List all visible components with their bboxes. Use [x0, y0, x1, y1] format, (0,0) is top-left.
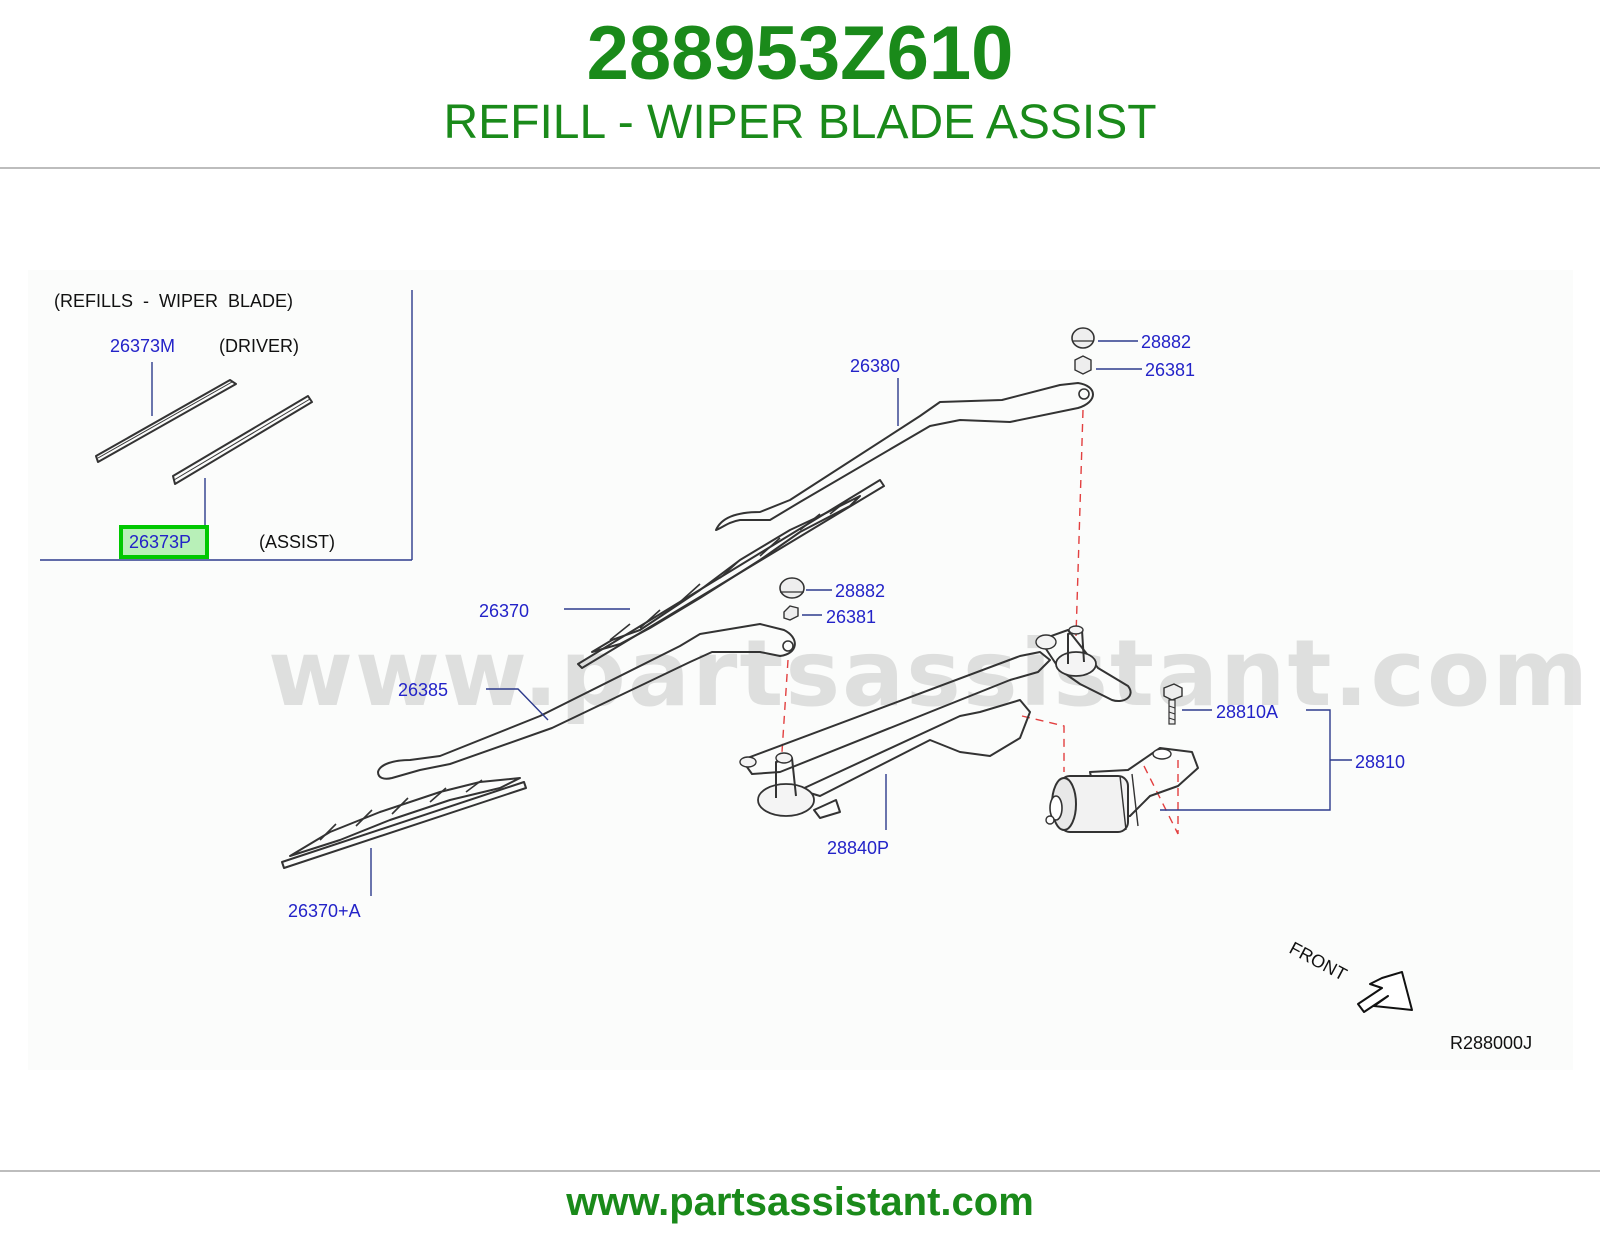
callout-26370[interactable]: 26370	[479, 601, 529, 621]
assist-note: (ASSIST)	[259, 532, 335, 552]
callout-28840P[interactable]: 28840P	[827, 838, 889, 858]
nut-26381-mid	[783, 605, 799, 621]
driver-refill-strip	[95, 379, 237, 463]
highlight-box	[119, 525, 209, 559]
front-arrow-icon	[1357, 971, 1413, 1013]
assembly-guide-lines	[781, 409, 1179, 835]
callout-26381-top[interactable]: 26381	[1145, 360, 1195, 380]
diagram-panel	[28, 270, 1573, 1070]
part-number: 288953Z610	[586, 11, 1014, 96]
inset-heading: (REFILLS - WIPER BLADE)	[54, 291, 293, 311]
callout-26373P[interactable]: 26373P	[129, 532, 191, 552]
callout-28882-mid[interactable]: 28882	[835, 581, 885, 601]
diagram-reference: R288000J	[1450, 1033, 1532, 1053]
footer-url[interactable]: www.partsassistant.com	[566, 1180, 1034, 1224]
callout-28810[interactable]: 28810	[1355, 752, 1405, 772]
callout-28810A[interactable]: 28810A	[1216, 702, 1278, 722]
callout-26381-mid[interactable]: 26381	[826, 607, 876, 627]
driver-note: (DRIVER)	[219, 336, 299, 356]
nut-26381-top	[1074, 355, 1092, 375]
watermark: www.partsassistant.com	[268, 620, 1590, 727]
part-title: REFILL - WIPER BLADE ASSIST	[443, 96, 1157, 149]
footer-divider	[0, 1170, 1600, 1172]
callout-28882-top[interactable]: 28882	[1141, 332, 1191, 352]
bolt-28810A	[1163, 683, 1183, 725]
assist-refill-strip	[172, 395, 313, 485]
wiper-arm-26385	[377, 623, 796, 780]
wiper-linkage-28840P	[739, 625, 1132, 819]
callout-26373M[interactable]: 26373M	[110, 336, 175, 356]
page-header: 288953Z610 REFILL - WIPER BLADE ASSIST	[0, 0, 1600, 168]
callout-26380[interactable]: 26380	[850, 356, 900, 376]
header-divider	[0, 167, 1600, 169]
cap-28882-mid	[779, 577, 805, 599]
wiper-blade-26370A	[281, 777, 527, 869]
cap-28882-top	[1071, 327, 1095, 349]
wiper-arm-26380	[715, 382, 1094, 531]
callout-26370A[interactable]: 26370+A	[288, 901, 361, 921]
callout-26385[interactable]: 26385	[398, 680, 448, 700]
wiper-motor-28810	[1045, 747, 1199, 833]
refill-inset: (REFILLS - WIPER BLADE) 26373M (DRIVER) …	[40, 290, 413, 561]
wiper-blade-26370	[577, 479, 885, 669]
